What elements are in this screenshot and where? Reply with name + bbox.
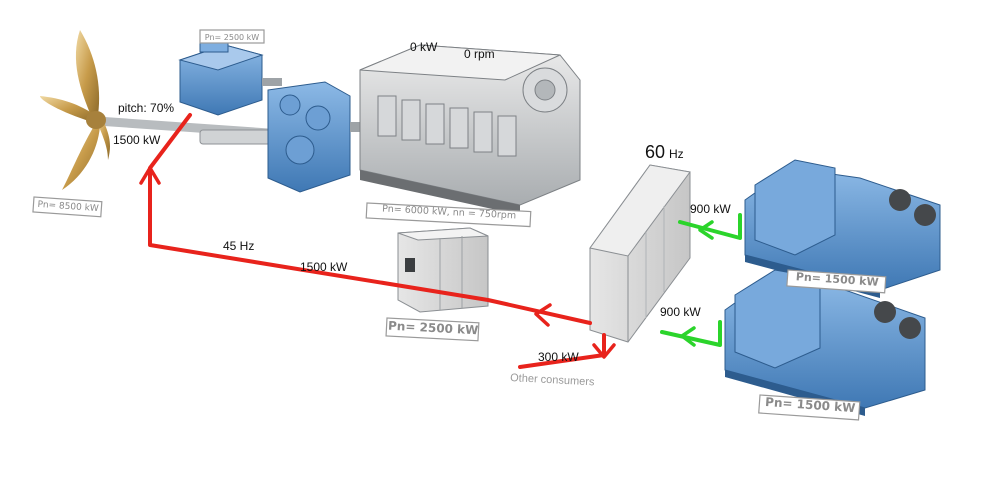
switchboard-frequency-label: 60 Hz — [645, 142, 684, 162]
generator-flow-arrows — [680, 220, 714, 347]
main-engine-icon — [359, 44, 581, 215]
rating-box-converter: Pn= 2500 kW — [385, 317, 480, 342]
rating-box-main-engine: Pn= 6000 kW, nn = 750rpm — [365, 202, 532, 228]
rating-box-generator-2: Pn= 1500 kW — [758, 394, 861, 421]
propeller-icon — [40, 30, 110, 190]
converter-power-label: 1500 kW — [300, 260, 348, 274]
svg-text:Pn= 1500 kW: Pn= 1500 kW — [795, 270, 879, 289]
rating-box-propeller: Pn= 8500 kW — [32, 196, 103, 218]
arrow-to-motor — [139, 166, 161, 185]
generator-2-power-label: 900 kW — [660, 305, 701, 319]
rating-box-generator-1: Pn= 1500 kW — [786, 269, 887, 294]
propeller-power-label: 1500 kW — [113, 133, 161, 147]
generator-set-2-icon — [724, 269, 926, 416]
switchboard-icon — [589, 164, 691, 343]
engine-speed-label: 0 rpm — [464, 47, 495, 61]
engine-power-label: 0 kW — [410, 40, 438, 54]
svg-text:Pn= 1500 kW: Pn= 1500 kW — [765, 395, 856, 415]
converter-frequency-label: 45 Hz — [223, 239, 254, 253]
svg-text:Hz: Hz — [669, 147, 684, 161]
svg-text:Pn= 8500 kW: Pn= 8500 kW — [37, 200, 99, 214]
consumers-label: Other consumers — [510, 372, 595, 388]
generator-1-power-label: 900 kW — [690, 202, 731, 216]
arrow-gen-2 — [680, 326, 696, 347]
svg-text:Pn= 2500 kW: Pn= 2500 kW — [388, 319, 479, 338]
shaft-motor-icon — [178, 37, 282, 116]
svg-text:60: 60 — [645, 142, 665, 162]
arrow-gen-1 — [698, 220, 714, 240]
svg-text:Pn= 2500 kW: Pn= 2500 kW — [205, 33, 260, 42]
rating-box-shaft-motor: Pn= 2500 kW — [199, 29, 265, 44]
motor-flow-arrows — [139, 166, 616, 359]
gearbox-icon — [267, 81, 364, 193]
consumers-power-label: 300 kW — [538, 350, 579, 364]
arrow-to-consumers — [592, 343, 616, 359]
arrow-to-converter — [534, 303, 552, 327]
propeller-pitch-label: pitch: 70% — [118, 101, 174, 115]
